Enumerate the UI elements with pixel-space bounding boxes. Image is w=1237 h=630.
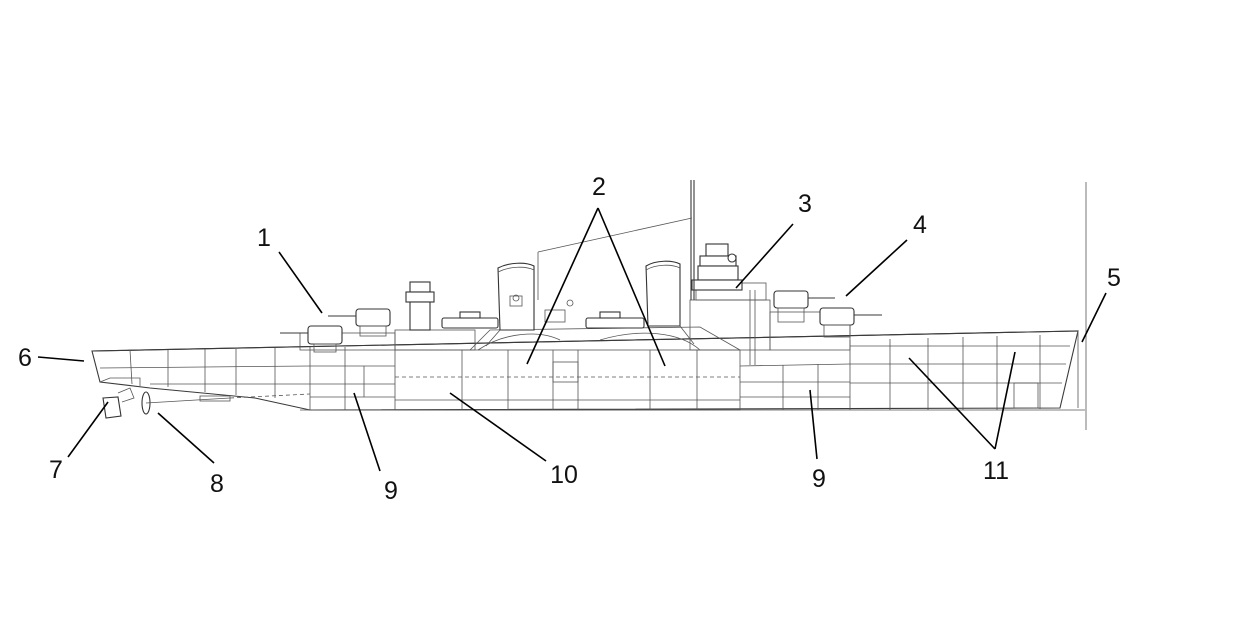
leader-9a [353,392,381,472]
callout-label-2: 2 [592,173,606,201]
aft-turret-high [328,308,391,337]
leader-11a [908,357,996,450]
funnels [485,260,695,347]
leader-lines [37,207,1107,472]
aft-turret-low [280,325,343,353]
aft-director-tower [405,281,435,331]
callout-label-11: 11 [983,457,1009,485]
callout-labels: 1 2 3 4 5 6 7 8 9 10 9 11 [18,173,1121,505]
forward-turret-high [773,290,835,323]
callout-label-8: 8 [210,470,224,498]
leader-3 [735,223,794,289]
callout-label-5: 5 [1107,264,1121,292]
callout-label-10: 10 [550,461,578,489]
leader-4 [845,239,908,297]
callout-label-9b: 9 [812,465,826,493]
callout-label-3: 3 [798,190,812,218]
propeller [141,391,311,415]
callout-label-6: 6 [18,344,32,372]
leader-10 [449,392,547,462]
leader-5 [1081,292,1107,343]
secondary-guns [441,299,645,329]
leader-11b [994,351,1016,450]
hull [91,330,1085,411]
leader-9b [809,389,818,460]
leader-8 [157,412,215,464]
leader-2b [597,207,666,367]
leader-6 [37,356,85,362]
bulkheads [129,335,1041,410]
leader-2a [526,207,599,365]
callout-label-7: 7 [49,456,63,484]
callout-label-1: 1 [257,224,271,252]
leader-1 [278,251,323,314]
forward-turret-low [819,307,882,338]
callout-label-4: 4 [913,211,927,239]
callout-label-9a: 9 [384,477,398,505]
superstructure [299,180,1087,430]
leader-7 [67,401,109,458]
